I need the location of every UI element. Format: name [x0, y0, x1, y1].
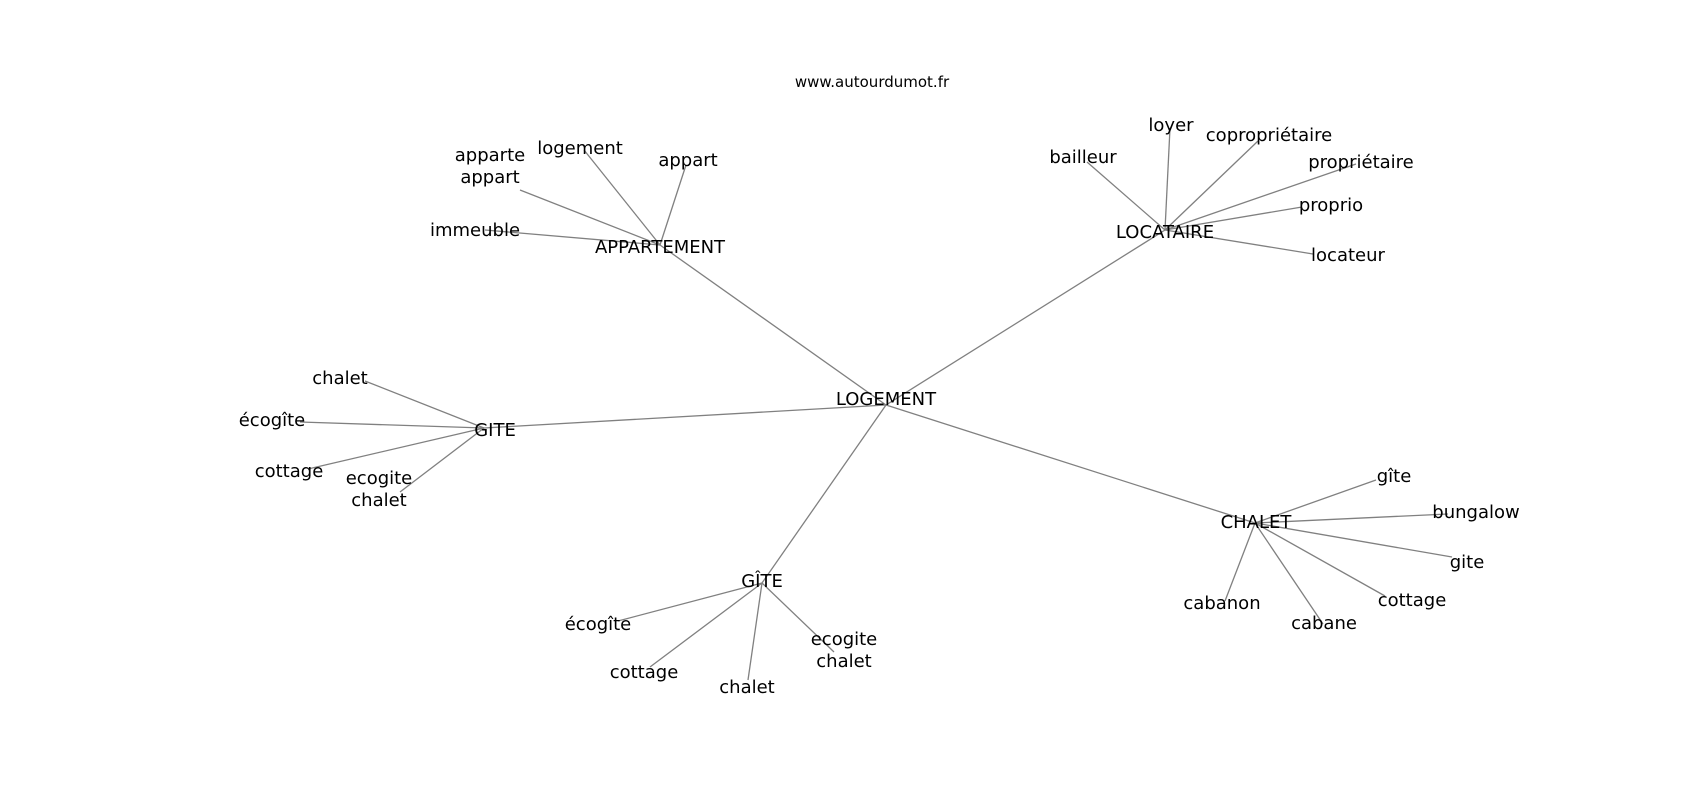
leaf-node-locataire-proprio[interactable]: proprio	[1299, 195, 1363, 216]
edge-locataire-locateur	[1164, 229, 1314, 255]
leaf-node-gite-upper-chalet[interactable]: chalet	[312, 368, 367, 389]
edge-chalet-hub-gite	[1254, 522, 1453, 558]
edge-chalet-hub-bungalow	[1254, 513, 1449, 524]
edge-appartement-immeuble	[484, 229, 661, 246]
hub-node-gite-upper[interactable]: GITE	[474, 420, 516, 441]
leaf-node-locataire-locateur[interactable]: locateur	[1311, 245, 1385, 266]
leaf-node-chalet-hub-cottage[interactable]: cottage	[1378, 590, 1447, 611]
edge-appartement-logement	[583, 149, 661, 246]
leaf-node-locataire-coproprietaire[interactable]: copropriétaire	[1206, 125, 1332, 146]
edge-locataire-proprietaire	[1164, 163, 1357, 231]
edge-chalet-hub-cabanon	[1224, 522, 1256, 602]
edge-logement-gite-accent	[761, 404, 887, 584]
edge-locataire-coproprietaire	[1164, 140, 1259, 231]
leaf-node-chalet-hub-gite-accent[interactable]: gîte	[1377, 466, 1412, 487]
edge-gite-accent-ecogite-chalet	[761, 582, 835, 653]
edge-appartement-appart	[659, 164, 687, 246]
site-url-label: www.autourdumot.fr	[795, 73, 950, 91]
leaf-node-appartement-immeuble[interactable]: immeuble	[430, 220, 520, 241]
edge-chalet-hub-gite-accent	[1254, 479, 1377, 524]
leaf-node-locataire-proprietaire[interactable]: propriétaire	[1308, 152, 1414, 173]
edge-appartement-apparte-appart	[519, 189, 661, 246]
leaf-node-chalet-hub-cabane[interactable]: cabane	[1291, 613, 1357, 634]
edge-logement-chalet-hub	[885, 404, 1256, 524]
hub-node-locataire[interactable]: LOCATAIRE	[1116, 222, 1214, 243]
hub-node-gite-accent[interactable]: GÎTE	[741, 570, 783, 592]
edge-gite-accent-ecogite-accent	[617, 582, 763, 622]
edge-chalet-hub-cabane	[1254, 522, 1324, 625]
edge-locataire-bailleur	[1086, 161, 1166, 231]
edge-gite-upper-chalet	[364, 380, 485, 429]
leaf-node-locataire-loyer[interactable]: loyer	[1148, 115, 1194, 136]
leaf-node-appartement-logement[interactable]: logement	[537, 138, 623, 159]
hub-node-appartement[interactable]: APPARTEMENT	[595, 237, 726, 258]
edge-logement-locataire	[885, 229, 1166, 406]
leaf-node-chalet-hub-bungalow[interactable]: bungalow	[1432, 502, 1519, 523]
edge-logement-gite-upper	[483, 404, 887, 429]
leaf-node-gite-upper-ecogite-accent[interactable]: écogîte	[239, 410, 306, 431]
center-node-logement[interactable]: LOGEMENT	[836, 389, 937, 410]
edge-chalet-hub-cottage	[1254, 522, 1386, 597]
edge-locataire-loyer	[1164, 127, 1171, 231]
leaf-node-appartement-appart[interactable]: appart	[658, 150, 717, 171]
leaf-node-gite-accent-chalet[interactable]: chalet	[719, 677, 774, 698]
edge-gite-upper-ecogite-accent	[299, 421, 485, 429]
leaf-node-locataire-bailleur[interactable]: bailleur	[1049, 147, 1117, 168]
edge-logement-appartement	[659, 244, 887, 406]
edge-locataire-proprio	[1164, 206, 1303, 231]
leaf-node-gite-upper-cottage[interactable]: cottage	[255, 461, 324, 482]
leaf-node-chalet-hub-cabanon[interactable]: cabanon	[1183, 593, 1260, 614]
edge-gite-accent-chalet	[747, 582, 763, 681]
edge-gite-accent-cottage	[649, 582, 763, 668]
leaf-node-gite-accent-cottage[interactable]: cottage	[610, 662, 679, 683]
edges	[299, 127, 1453, 681]
edge-gite-upper-cottage	[307, 427, 485, 470]
hub-node-chalet-hub[interactable]: CHALET	[1221, 512, 1293, 533]
leaf-node-chalet-hub-gite[interactable]: gite	[1450, 552, 1485, 573]
hub-nodes: APPARTEMENT LOCATAIRE GITE GÎTE CHALET	[474, 222, 1292, 592]
leaf-node-gite-accent-ecogite-accent[interactable]: écogîte	[565, 614, 632, 635]
edge-gite-upper-ecogite-chalet	[399, 427, 485, 493]
